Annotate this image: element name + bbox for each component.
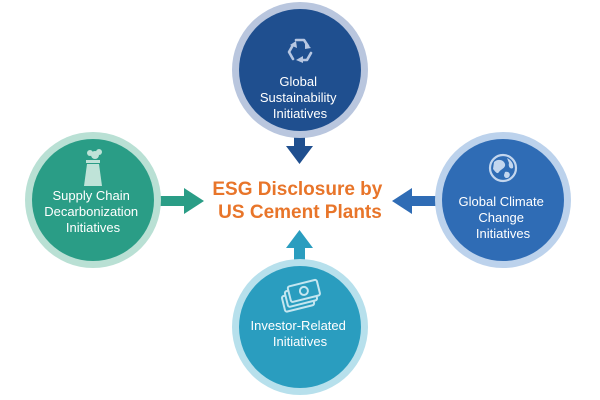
node-label-line: Global Climate: [459, 194, 544, 209]
svg-text:Supply Chain Decarboniza: Supply Chain Decarbonization Initiatives: [44, 188, 142, 235]
money-icon: [280, 278, 321, 313]
arrow-from-supply-chain: [156, 188, 204, 214]
node-label-line: Sustainability: [260, 90, 337, 105]
center-title-line: ESG Disclosure by: [212, 179, 382, 200]
node-label-line: Initiatives: [273, 106, 328, 121]
node-supply-chain-decarbonization: Supply Chain Decarbonization Initiatives: [25, 132, 161, 268]
node-label-line: Investor-Related: [250, 318, 345, 333]
node-global-climate-change: Global Climate Change Initiatives: [435, 132, 571, 268]
center-title-line: US Cement Plants: [218, 202, 382, 223]
node-circle: [239, 9, 361, 131]
node-label-line: Initiatives: [273, 334, 328, 349]
node-label-line: Global: [279, 74, 317, 89]
node-label-line: Change: [478, 210, 524, 225]
node-label-line: Initiatives: [66, 220, 121, 235]
arrow-from-global-sustainability: [286, 130, 313, 164]
node-label-line: Decarbonization: [44, 204, 138, 219]
recycle-icon: [287, 38, 313, 63]
node-label-line: Initiatives: [476, 226, 531, 241]
svg-text:Global Climate Change: Global Climate Change Initiatives: [459, 194, 548, 241]
node-global-sustainability: Global Sustainability Initiatives: [232, 2, 368, 138]
globe-icon: [488, 153, 518, 183]
node-circle: [442, 139, 564, 261]
center-title: ESG Disclosure by US Cement Plants: [212, 179, 387, 223]
arrow-from-global-climate: [392, 188, 444, 214]
node-circle: [32, 139, 154, 261]
svg-text:Global Sustainability: Global Sustainability Initiatives: [260, 74, 340, 121]
svg-text:Investor-Related Initiat: Investor-Related Initiatives: [250, 318, 349, 349]
factory-icon: [84, 149, 102, 186]
node-label-line: Supply Chain: [53, 188, 130, 203]
node-circle: [239, 266, 361, 388]
node-investor-related: Investor-Related Initiatives: [232, 259, 368, 395]
arrow-from-investor-related: [286, 230, 313, 266]
